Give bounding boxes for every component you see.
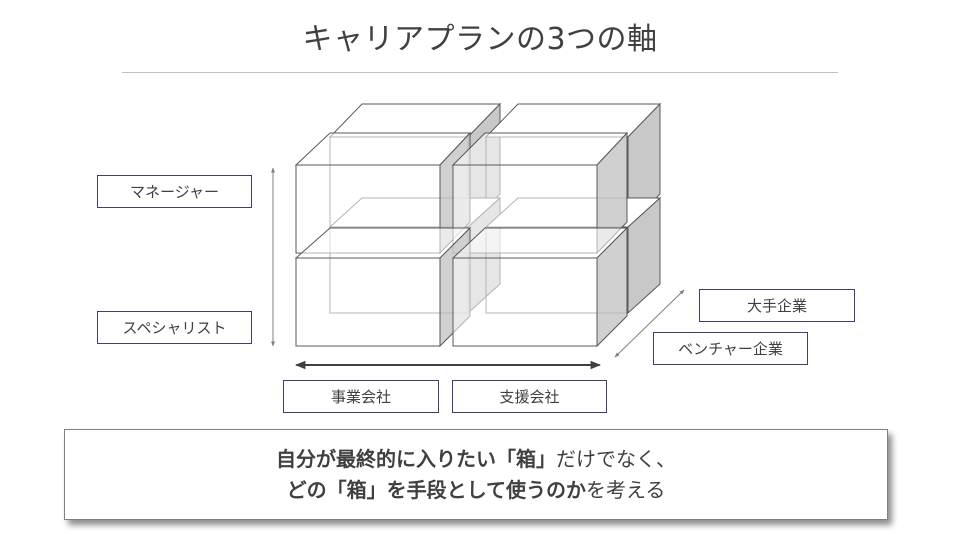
cube-front-bottom-left [294,226,472,348]
summary-line-2-bold: どの「箱」を手段として使うのか [286,477,586,502]
cube-front-top-right [451,131,629,255]
summary-callout: 自分が最終的に入りたい「箱」だけでなく、 どの「箱」を手段として使うのかを考える [64,429,888,520]
summary-line-1-bold: 自分が最終的に入りたい「箱」 [276,446,556,471]
label-support-company: 支援会社 [452,380,607,413]
label-specialist: スペシャリスト [97,311,252,344]
depth-axis-arrow [614,289,685,358]
label-manager: マネージャー [97,175,252,208]
summary-line-2-normal: を考える [586,477,666,502]
label-venture-company: ベンチャー企業 [653,332,808,365]
summary-line-1-normal: だけでなく、 [556,446,676,471]
label-large-enterprise: 大手企業 [699,289,855,322]
cube-front-bottom-right [451,226,629,348]
title-divider [122,72,838,73]
summary-line-2: どの「箱」を手段として使うのかを考える [287,475,666,506]
summary-line-1: 自分が最終的に入りたい「箱」だけでなく、 [276,444,676,475]
page-title: キャリアプランの3つの軸 [302,22,658,57]
label-business-company: 事業会社 [283,380,439,413]
